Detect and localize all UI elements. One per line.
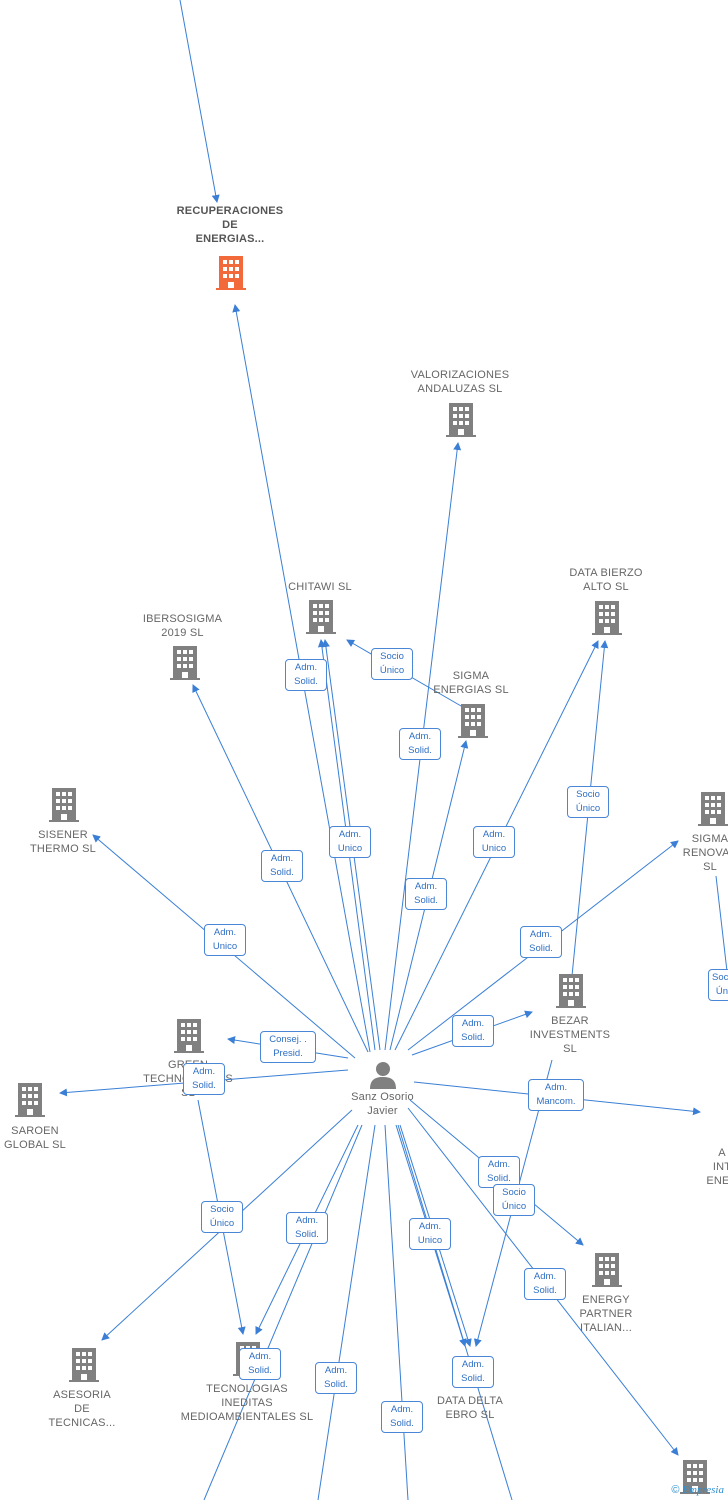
role-badge: Socio Único [371, 648, 413, 680]
company-node-valorizaciones[interactable]: VALORIZACIONES ANDALUZAS SL [400, 368, 520, 396]
role-badge: Socio Único [567, 786, 609, 818]
role-badge: Adm. Solid. [520, 926, 562, 958]
building-icon [698, 792, 728, 826]
building-icon [592, 1253, 622, 1287]
role-badge: Adm. Unico [409, 1218, 451, 1250]
building-icon [170, 646, 200, 680]
copyright-symbol: © [671, 1484, 680, 1496]
building-icon [556, 974, 586, 1008]
person-icon [369, 1062, 396, 1089]
company-node-datadelta[interactable]: DATA DELTA EBRO SL [420, 1394, 520, 1422]
company-node-asesoria[interactable]: ASESORIA DE TECNICAS... [32, 1388, 132, 1430]
role-badge: Adm. Solid. [261, 850, 303, 882]
building-icon [15, 1083, 45, 1117]
role-badge: Adm. Mancom. [528, 1079, 584, 1111]
person-node[interactable]: Sanz Osorio Javier [335, 1060, 430, 1118]
role-badge: Adm. Solid. [405, 878, 447, 910]
company-node-databierzo[interactable]: DATA BIERZO ALTO SL [556, 566, 656, 594]
building-icon [49, 788, 79, 822]
company-node-sigmarenov[interactable]: SIGMA RENOVAB SL [670, 832, 728, 874]
company-label: RECUPERACIONES DE ENERGIAS... [176, 205, 284, 245]
brand-name: Empresia [682, 1484, 724, 1496]
role-badge: Adm. Solid. [478, 1156, 520, 1188]
person-name: Sanz Osorio Javier [351, 1091, 414, 1117]
company-label: ASESORIA DE TECNICAS... [48, 1389, 116, 1429]
role-badge: Socio Único [201, 1201, 243, 1233]
building-icon [174, 1019, 204, 1053]
role-badge: Socio Único [493, 1184, 535, 1216]
building-icon [592, 601, 622, 635]
company-node-saroen[interactable]: SAROEN GLOBAL SL [0, 1124, 80, 1152]
company-label: SAROEN GLOBAL SL [4, 1125, 66, 1151]
company-node-bezar[interactable]: BEZAR INVESTMENTS SL [520, 1014, 620, 1056]
building-icon [680, 1460, 710, 1494]
role-badge: Consej. . Presid. [260, 1031, 316, 1063]
edge-sigmarenov-right [715, 875, 728, 981]
edge-bottom-2 [317, 1124, 376, 1500]
role-badge: Adm. Solid. [183, 1063, 225, 1095]
role-badge: Adm. Solid. [399, 728, 441, 760]
company-node-sisener[interactable]: SISENER THERMO SL [18, 828, 108, 856]
company-label: SIGMA ENERGIAS SL [433, 670, 509, 696]
company-node-ainter[interactable]: A INT ENER [692, 1146, 728, 1188]
role-badge: Adm. Unico [473, 826, 515, 858]
role-badge: Adm. Solid. [285, 659, 327, 691]
company-node-energypartner[interactable]: ENERGY PARTNER ITALIAN... [556, 1293, 656, 1335]
role-badge: Adm. Solid. [452, 1015, 494, 1047]
building-icon [446, 403, 476, 437]
company-label: IBERSOSIGMA 2019 SL [142, 613, 223, 639]
company-node-sigmaenergias[interactable]: SIGMA ENERGIAS SL [421, 669, 521, 697]
role-badge: Adm. Solid. [381, 1401, 423, 1433]
building-icon [458, 704, 488, 738]
building-icon [306, 600, 336, 634]
company-node-recuperaciones[interactable]: RECUPERACIONES DE ENERGIAS... [160, 204, 300, 246]
company-label: DATA BIERZO ALTO SL [569, 567, 643, 593]
company-node-tecnologias[interactable]: TECNOLOGIAS INEDITAS MEDIOAMBIENTALES SL [172, 1382, 322, 1424]
building-icon [216, 256, 246, 290]
role-badge: Adm. Solid. [315, 1362, 357, 1394]
role-badge: Socio Úni [708, 969, 728, 1001]
edge-top-recuperaciones [179, 0, 220, 203]
company-label: VALORIZACIONES ANDALUZAS SL [410, 369, 510, 395]
brand-logo[interactable]: © Empresia [671, 1484, 724, 1496]
company-label: BEZAR INVESTMENTS SL [529, 1015, 611, 1055]
edge-bottom-1 [203, 1124, 363, 1500]
edge-bottom-3 [384, 1124, 409, 1500]
company-label: TECNOLOGIAS INEDITAS MEDIOAMBIENTALES SL [180, 1383, 314, 1423]
role-badge: Adm. Solid. [524, 1268, 566, 1300]
role-badge: Adm. Solid. [239, 1348, 281, 1380]
role-badge: Adm. Solid. [286, 1212, 328, 1244]
company-label: SISENER THERMO SL [30, 829, 96, 855]
company-node-chitawi[interactable]: CHITAWI SL [270, 580, 370, 594]
role-badge: Adm. Unico [329, 826, 371, 858]
company-label: SIGMA RENOVAB SL [682, 833, 728, 873]
company-label: ENERGY PARTNER ITALIAN... [579, 1294, 633, 1334]
company-label: CHITAWI SL [288, 581, 352, 593]
company-label: DATA DELTA EBRO SL [437, 1395, 503, 1421]
company-node-ibersosigma[interactable]: IBERSOSIGMA 2019 SL [130, 612, 235, 640]
company-label: A INT ENER [706, 1147, 728, 1187]
role-badge: Adm. Solid. [452, 1356, 494, 1388]
role-badge: Adm. Unico [204, 924, 246, 956]
building-icon [69, 1348, 99, 1382]
